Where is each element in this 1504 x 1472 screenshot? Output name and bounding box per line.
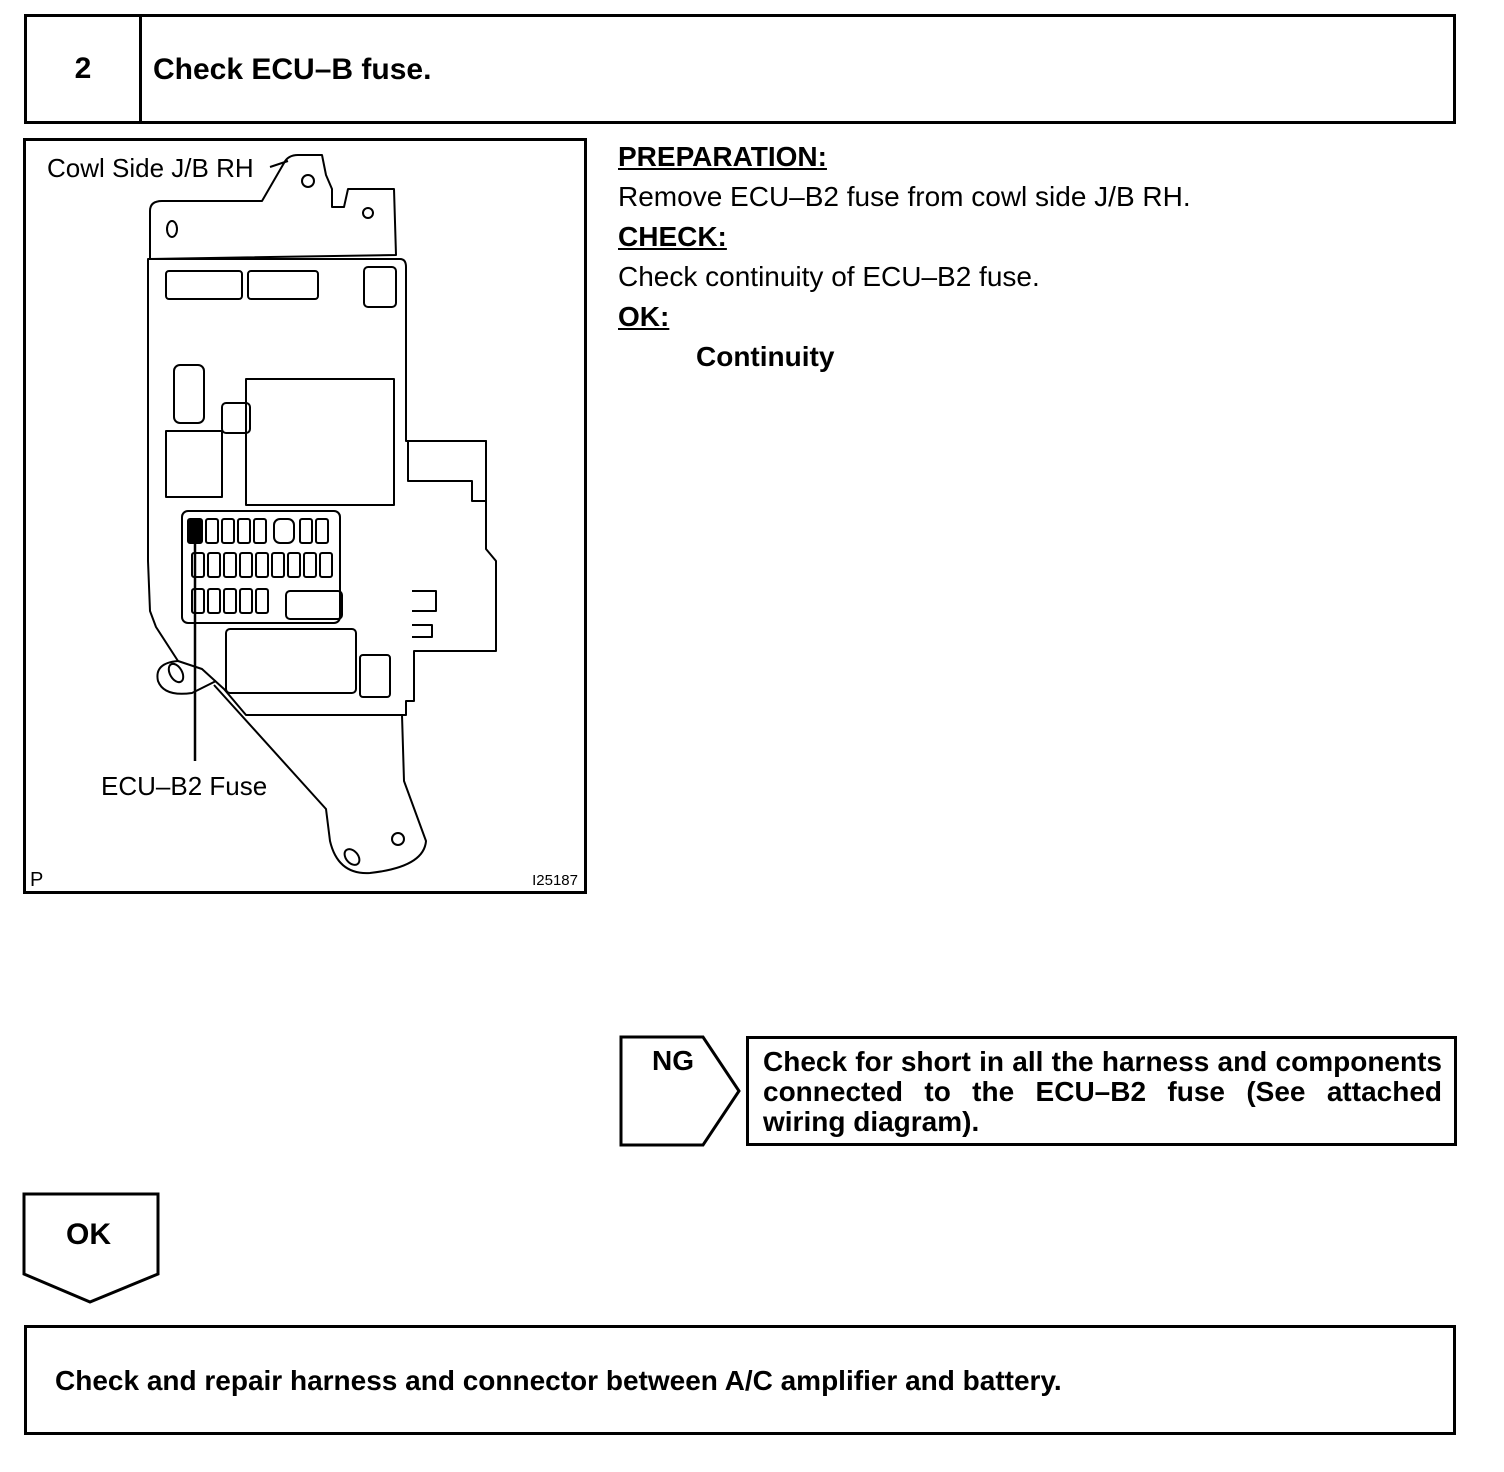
bottom-bracket-hole [391,832,405,846]
relay-large [245,378,395,506]
side-clip [412,590,437,612]
relay-left-block [165,430,223,498]
left-ear [156,660,217,695]
lower-connector-tab [359,654,391,698]
relay-clip [221,402,251,434]
relay-slot-1 [165,270,243,300]
step-number: 2 [27,17,142,121]
check-text: Check continuity of ECU–B2 fuse. [618,261,1040,292]
ok-value: Continuity [696,341,835,372]
mount-hole-top [301,174,315,188]
ng-arrow-shape [619,1035,741,1147]
main-body [147,258,497,716]
step-title: Check ECU–B fuse. [153,53,432,86]
ok-heading: OK: [618,301,670,332]
top-bracket [149,154,397,260]
bottom-bracket [213,684,427,875]
relay-slot-3 [363,266,397,308]
final-step-text: Check and repair harness and connector b… [55,1365,1062,1396]
relay-small [173,364,205,424]
fuse-block-frame [181,510,341,624]
junction-block-drawing [147,154,497,875]
final-step-box: Check and repair harness and connector b… [24,1325,1456,1435]
fuse-callout-label: ECU–B2 Fuse [101,771,268,801]
bottom-bracket-hole-2 [343,848,361,866]
junction-block-illustration: Cowl Side J/B RH ECU–B2 Fuse P I25187 [23,138,587,894]
fuse-row-3 [191,588,343,620]
figure-title: Cowl Side J/B RH [47,153,254,183]
lower-connector [225,628,357,694]
ng-action-text: Check for short in all the harness and c… [763,1046,1442,1137]
left-ear-hole [167,662,185,684]
mount-hole-left [166,220,178,238]
fuse-row-2 [191,552,333,578]
preparation-heading: PREPARATION: [618,141,827,172]
ng-label: NG [652,1045,694,1076]
side-connector [407,440,487,502]
ok-arrow-shape [22,1192,160,1304]
figure-code: I25187 [532,872,578,889]
fuse-row-1 [187,518,329,544]
preparation-text: Remove ECU–B2 fuse from cowl side J/B RH… [618,181,1191,212]
mount-hole-right [362,207,374,219]
check-heading: CHECK: [618,221,727,252]
step-header: 2 Check ECU–B fuse. [24,14,1456,124]
figure-corner-mark: P [30,869,44,891]
side-clip-2 [412,624,433,638]
instructions: PREPARATION: Remove ECU–B2 fuse from cow… [618,137,1478,377]
title-leader-line [269,160,289,168]
ng-action-box: Check for short in all the harness and c… [746,1036,1457,1146]
relay-slot-2 [247,270,319,300]
ok-label: OK [66,1218,111,1251]
